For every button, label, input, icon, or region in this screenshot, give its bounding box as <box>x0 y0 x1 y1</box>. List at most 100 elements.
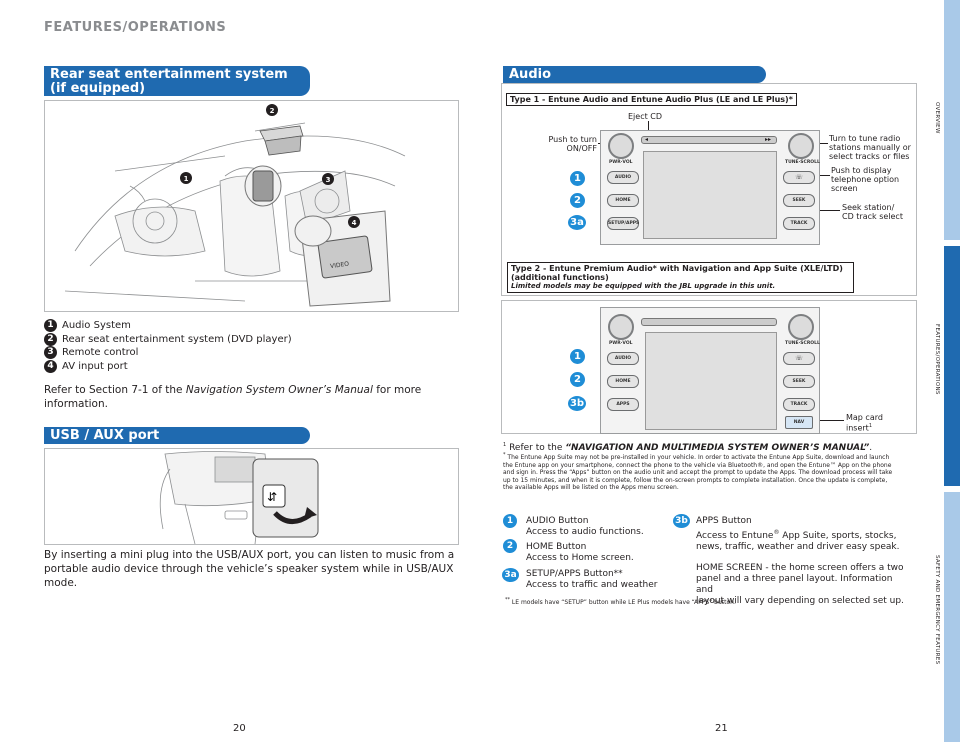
callout-3-marker <box>322 173 334 185</box>
tab-safety[interactable] <box>944 492 960 742</box>
apps-detail-prefix: Access to Entune <box>696 531 774 541</box>
badge-3b: 3b <box>568 396 586 411</box>
rear-entertainment-illustration: VIDEO 2 1 3 4 <box>44 100 459 312</box>
list-item: 4 AV input port <box>44 359 459 374</box>
nav-map-card-slot[interactable]: NAV <box>785 416 813 429</box>
list-item-label: Remote control <box>62 347 139 359</box>
apps-button[interactable]: APPS <box>607 398 639 411</box>
list-item-label: Rear seat entertainment system (DVD play… <box>62 333 292 345</box>
display-screen[interactable] <box>645 332 777 430</box>
track-button[interactable]: TRACK <box>783 398 815 411</box>
refer-manual-title: Navigation System Owner’s Manual <box>185 384 373 396</box>
tune-line1: Turn to tune radio <box>829 134 901 143</box>
power-volume-knob[interactable] <box>608 133 634 159</box>
badge-2: 2 <box>503 539 517 553</box>
audio-button-detail: Access to audio functions. <box>526 527 644 537</box>
seek-line2: CD track select <box>842 212 903 221</box>
map-card-line2: insert <box>846 423 869 433</box>
usb-icon: ⇵ <box>267 490 277 504</box>
push-turn-line2: ON/OFF <box>566 144 597 153</box>
home-button-detail: Access to Home screen. <box>526 553 634 563</box>
eject-icon[interactable]: ◂ <box>645 136 649 143</box>
phone-line2: telephone option <box>831 175 900 184</box>
phone-button[interactable]: ☏ <box>783 171 815 184</box>
rear-heading-line2: (if equipped) <box>50 81 146 96</box>
home-button[interactable]: HOME <box>607 194 639 207</box>
map-card-callout: Map card insert1 <box>846 413 883 433</box>
refer-suffix: for more information. <box>44 384 422 410</box>
callout-2-text: 2 <box>270 107 275 115</box>
audio-button[interactable]: AUDIO <box>607 352 639 365</box>
track-button[interactable]: TRACK <box>783 217 815 230</box>
setup-apps-button[interactable]: SETUP/APPS <box>607 217 639 230</box>
setup-button-description: SETUP/APPS Button** Access to traffic an… <box>526 569 658 591</box>
usb-aux-illustration: ⇵ <box>44 448 459 545</box>
usb-aux-heading: USB / AUX port <box>44 427 310 444</box>
rear-entertainment-heading: Rear seat entertainment system (if equip… <box>44 66 310 96</box>
section-tabs <box>944 0 960 742</box>
display-screen[interactable] <box>643 151 777 239</box>
tune-line3: select tracks or files <box>829 152 910 161</box>
badge-1: 1 <box>503 514 517 528</box>
badge-1: 1 <box>570 349 585 364</box>
skip-icon[interactable]: ▸▸ <box>765 136 772 143</box>
apps-button-description: APPS Button Access to Entune® App Suite,… <box>696 516 911 607</box>
ref-sup: 1 <box>503 442 507 448</box>
callout-3-text: 3 <box>326 176 331 184</box>
callout-1-text: 1 <box>184 175 189 183</box>
phone-callout: Push to display telephone option screen <box>831 166 899 193</box>
audio-button-title: AUDIO Button <box>526 516 589 526</box>
map-card-line1: Map card <box>846 413 883 422</box>
push-turn-callout: Push to turn ON/OFF <box>545 135 597 153</box>
callout-2-marker <box>266 104 278 116</box>
home-screen-line3: layout will vary depending on selected s… <box>696 596 904 606</box>
seek-button[interactable]: SEEK <box>783 375 815 388</box>
note-text: The Entune App Suite may not be pre-inst… <box>503 454 893 491</box>
car-interior-drawing: VIDEO 2 1 3 4 <box>64 104 406 307</box>
entune-footnote: * The Entune App Suite may not be pre-in… <box>503 452 898 492</box>
head-unit-type2: PWR·VOL TUNE·SCROLL AUDIO HOME APPS ☏ SE… <box>600 307 820 434</box>
tab-overview[interactable] <box>944 0 960 240</box>
phone-button[interactable]: ☏ <box>783 352 815 365</box>
audio-button-description: AUDIO Button Access to audio functions. <box>526 516 644 538</box>
seek-button[interactable]: SEEK <box>783 194 815 207</box>
footnote-star: ** <box>505 597 510 603</box>
home-button[interactable]: HOME <box>607 375 639 388</box>
pwr-vol-label: PWR·VOL <box>609 341 633 346</box>
type2-heading: Type 2 - Entune Premium Audio* with Navi… <box>507 262 854 293</box>
home-button-description: HOME Button Access to Home screen. <box>526 542 634 564</box>
usb-aux-description: By inserting a mini plug into the USB/AU… <box>44 549 455 589</box>
audio-button[interactable]: AUDIO <box>607 171 639 184</box>
ref-suffix: . <box>869 443 873 453</box>
tab-safety-label: SAFETY AND EMERGENCY FEATURES <box>934 555 940 665</box>
tune-line2: stations manually or <box>829 143 911 152</box>
callout-4-marker <box>348 216 360 228</box>
tune-scroll-knob[interactable] <box>788 133 814 159</box>
setup-button-title: SETUP/APPS Button** <box>526 569 623 579</box>
tab-overview-label: OVERVIEW <box>934 102 940 134</box>
tune-scroll-knob[interactable] <box>788 314 814 340</box>
page-number-right: 21 <box>715 723 728 734</box>
apps-detail-line2: news, traffic, weather and driver easy s… <box>696 542 900 552</box>
tab-features-operations[interactable] <box>944 246 960 486</box>
audio-heading: Audio <box>503 66 766 83</box>
cd-slot[interactable] <box>641 318 777 326</box>
tune-callout: Turn to tune radio stations manually or … <box>829 134 911 161</box>
console-drawing: ⇵ <box>159 451 319 545</box>
badge-2: 2 <box>570 372 585 387</box>
callout-1-marker <box>180 172 192 184</box>
head-unit-type1: ◂ ▸▸ PWR·VOL TUNE·SCROLL AUDIO HOME SETU… <box>600 130 820 245</box>
list-item-label: AV input port <box>62 360 128 372</box>
badge-1: 1 <box>570 171 585 186</box>
number-badge: 4 <box>44 359 57 373</box>
callout-4-text: 4 <box>352 219 357 227</box>
footnote-text: LE models have “SETUP” button while LE P… <box>511 599 736 606</box>
video-port-label: VIDEO <box>330 261 350 271</box>
tab-features-label: FEATURES/OPERATIONS <box>934 324 940 395</box>
cd-slot[interactable] <box>641 136 777 144</box>
power-volume-knob[interactable] <box>608 314 634 340</box>
home-screen-line2: panel and a three panel layout. Informat… <box>696 574 893 595</box>
